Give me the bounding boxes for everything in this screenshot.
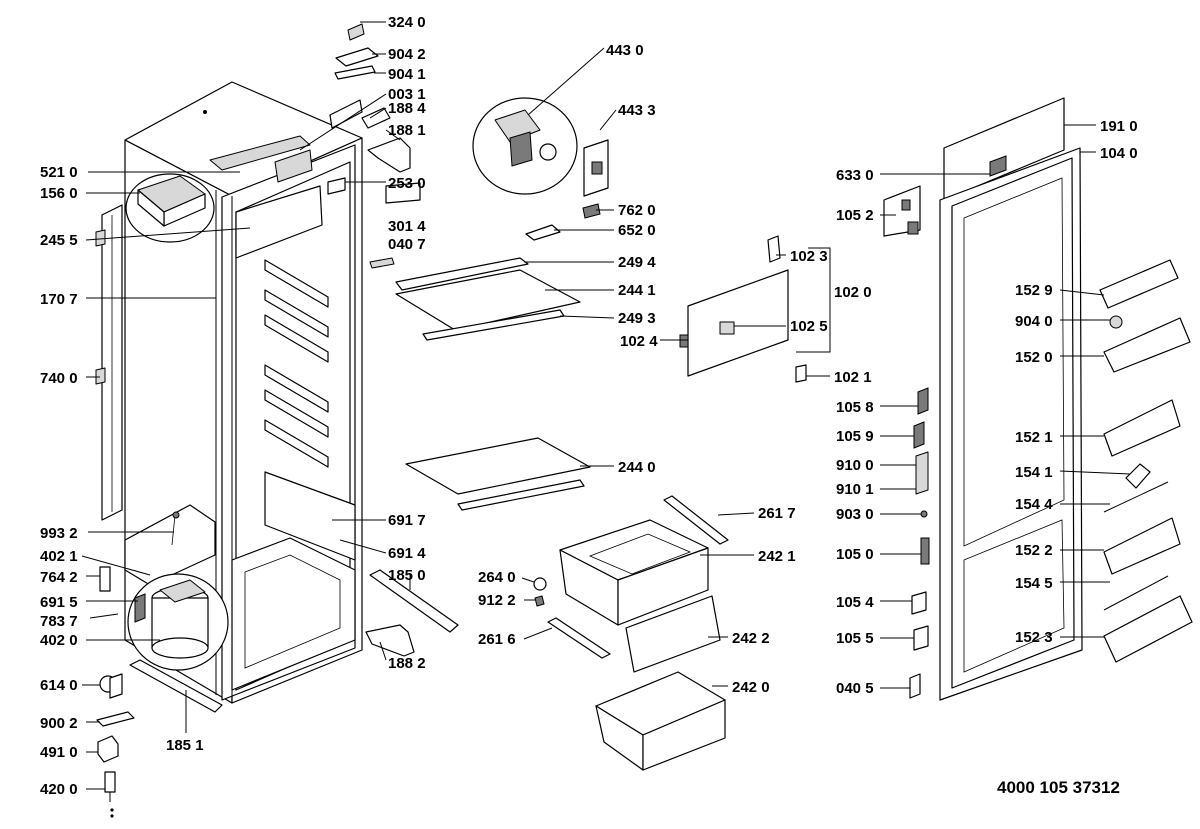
label-2640: 264 0	[478, 569, 516, 586]
dairy-flap	[679, 235, 807, 383]
drawer-front	[625, 595, 721, 673]
part-9122	[534, 595, 545, 607]
part-2640	[533, 577, 547, 591]
label-2440: 244 0	[618, 459, 656, 476]
drawer-cover	[559, 495, 729, 626]
drawer-rail	[547, 617, 611, 659]
label-9002: 900 2	[40, 715, 78, 732]
label-2455: 245 5	[40, 232, 78, 249]
label-0031: 003 1	[388, 86, 426, 103]
label-1520: 152 0	[1015, 349, 1053, 366]
compressor-detail	[127, 573, 229, 671]
label-4020: 402 0	[40, 632, 78, 649]
label-0407: 040 7	[388, 236, 426, 253]
label-1521: 152 1	[1015, 429, 1053, 446]
label-1910: 191 0	[1100, 118, 1138, 135]
part-labels: 324 0 904 2 904 1 003 1 188 4 188 1 521 …	[40, 14, 1138, 798]
label-9042: 904 2	[388, 46, 426, 63]
label-1884: 188 4	[388, 100, 426, 117]
label-2421: 242 1	[758, 548, 796, 565]
label-2420: 242 0	[732, 679, 770, 696]
label-1024: 102 4	[620, 333, 658, 350]
label-2616: 261 6	[478, 631, 516, 648]
label-1522: 152 2	[1015, 542, 1053, 559]
label-1851: 185 1	[166, 737, 204, 754]
label-1529: 152 9	[1015, 282, 1053, 299]
label-1560: 156 0	[40, 185, 78, 202]
ice-tray-detail	[125, 173, 215, 243]
label-2422: 242 2	[732, 630, 770, 647]
label-2617: 261 7	[758, 505, 796, 522]
part-6520	[525, 224, 561, 241]
door	[939, 97, 1193, 701]
label-1058: 105 8	[836, 399, 874, 416]
shelf-rails	[264, 259, 329, 468]
label-1850: 185 0	[388, 567, 426, 584]
document-number: 4000 105 37312	[997, 778, 1120, 797]
label-7642: 764 2	[40, 569, 78, 586]
label-7620: 762 0	[618, 202, 656, 219]
label-1040: 104 0	[1100, 145, 1138, 162]
label-9932: 993 2	[40, 525, 78, 542]
label-1523: 152 3	[1015, 629, 1053, 646]
label-1545: 154 5	[1015, 575, 1053, 592]
label-1020: 102 0	[834, 284, 872, 301]
label-6915: 691 5	[40, 594, 78, 611]
label-1544: 154 4	[1015, 496, 1053, 513]
label-9041: 904 1	[388, 66, 426, 83]
label-2530: 253 0	[388, 175, 426, 192]
label-9100: 910 0	[836, 457, 874, 474]
label-1025: 102 5	[790, 318, 828, 335]
door-small-parts	[883, 185, 930, 699]
label-6330: 633 0	[836, 167, 874, 184]
label-7837: 783 7	[40, 613, 78, 630]
glass-shelf	[405, 437, 591, 511]
top-hinge-parts	[327, 23, 421, 269]
label-6917: 691 7	[388, 512, 426, 529]
kick-plates	[129, 569, 459, 713]
label-2494: 249 4	[618, 254, 656, 271]
label-9040: 904 0	[1015, 313, 1053, 330]
label-0405: 040 5	[836, 680, 874, 697]
cabinet-body	[124, 81, 363, 704]
label-1055: 105 5	[836, 630, 874, 647]
label-6520: 652 0	[618, 222, 656, 239]
label-7400: 740 0	[40, 370, 78, 387]
label-6914: 691 4	[388, 545, 426, 562]
small-left-parts	[89, 566, 135, 818]
shelf-assembly	[395, 257, 581, 341]
label-3014: 301 4	[388, 218, 426, 235]
label-1052: 105 2	[836, 207, 874, 224]
part-7620	[582, 203, 601, 219]
label-4200: 420 0	[40, 781, 78, 798]
label-1541: 154 1	[1015, 464, 1053, 481]
label-9122: 912 2	[478, 592, 516, 609]
label-4021: 402 1	[40, 548, 78, 565]
label-2493: 249 3	[618, 310, 656, 327]
label-9101: 910 1	[836, 481, 874, 498]
label-4430: 443 0	[606, 42, 644, 59]
label-5210: 521 0	[40, 164, 78, 181]
label-1021: 102 1	[834, 369, 872, 386]
label-4910: 491 0	[40, 744, 78, 761]
label-1054: 105 4	[836, 594, 874, 611]
label-1881: 188 1	[388, 122, 426, 139]
leader-lines	[81, 21, 1131, 790]
label-2441: 244 1	[618, 282, 656, 299]
label-1707: 170 7	[40, 291, 78, 308]
label-4433: 443 3	[618, 102, 656, 119]
label-1023: 102 3	[790, 248, 828, 265]
crisper-drawer	[595, 671, 726, 771]
label-3240: 324 0	[388, 14, 426, 31]
thermostat-detail	[472, 97, 609, 197]
label-1050: 105 0	[836, 546, 874, 563]
label-1059: 105 9	[836, 428, 874, 445]
evaporator-detail	[124, 504, 216, 586]
label-6140: 614 0	[40, 677, 78, 694]
side-duct	[95, 204, 123, 521]
bottom-hinge	[365, 624, 415, 657]
label-1882: 188 2	[388, 655, 426, 672]
label-9030: 903 0	[836, 506, 874, 523]
